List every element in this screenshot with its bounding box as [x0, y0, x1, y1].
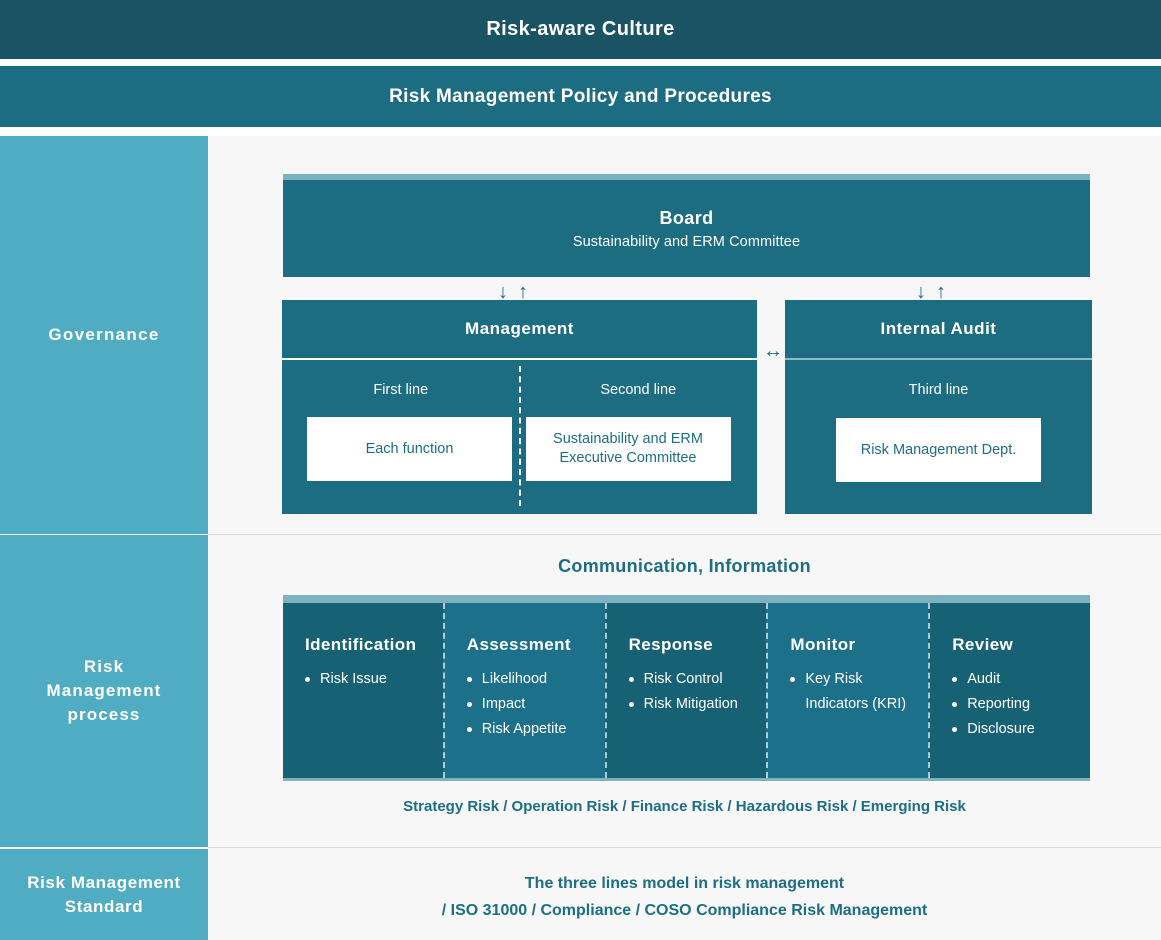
rail-standard-line-1: Risk Management	[27, 872, 181, 892]
arrow-pair-internal-audit: ↓ ↑	[916, 282, 946, 302]
rail-divider-2	[0, 847, 208, 849]
internal-audit-header: Internal Audit	[785, 300, 1092, 360]
arrow-pair-management: ↓ ↑	[498, 282, 528, 302]
arrow-down-icon: ↓	[498, 281, 508, 303]
diagram-body: Governance Risk Management process Risk …	[0, 136, 1161, 940]
risk-management-standard-text: The three lines model in risk management…	[208, 854, 1161, 940]
banner-risk-management-policy: Risk Management Policy and Procedures	[0, 66, 1161, 127]
content-column: Board Sustainability and ERM Committee ↓…	[208, 136, 1161, 940]
process-list-item: Risk Appetite	[466, 717, 605, 742]
process-column-title: Identification	[305, 635, 417, 654]
process-list-item: Impact	[466, 692, 605, 717]
process-column-list: Key Risk Indicators (KRI)	[790, 667, 928, 717]
card-each-function: Each function	[307, 417, 512, 481]
arrow-horizontal-icon: ↔	[761, 338, 785, 364]
management-second-line: Second line Sustainability and ERM Execu…	[520, 360, 758, 514]
board-box: Board Sustainability and ERM Committee	[283, 174, 1090, 277]
internal-audit-box: Internal Audit Third line Risk Managemen…	[785, 300, 1092, 514]
second-line-label: Second line	[600, 382, 677, 398]
banner-risk-aware-culture: Risk-aware Culture	[0, 0, 1161, 59]
rail-governance: Governance	[0, 136, 208, 534]
banner-culture-label: Risk-aware Culture	[486, 18, 675, 40]
rail-process-label: Risk Management process	[47, 655, 162, 727]
risk-types-label: Strategy Risk / Operation Risk / Finance…	[403, 798, 966, 815]
rail-governance-label: Governance	[48, 325, 160, 344]
process-column-title: Review	[952, 635, 1014, 654]
standard-line-1: The three lines model in risk management	[524, 875, 845, 892]
rail-risk-management-standard: Risk Management Standard	[0, 849, 208, 940]
rail-process-line-3: process	[67, 705, 141, 724]
rail-standard-line-2: Standard	[64, 896, 144, 916]
process-list-item: Reporting	[952, 692, 1090, 717]
rail-process-line-1: Risk	[83, 657, 125, 676]
management-columns: First line Each function Second line Sus…	[282, 360, 757, 514]
process-list-item: Audit	[952, 667, 1090, 692]
rail-standard-label: Risk Management Standard	[27, 871, 181, 919]
process-list-item: Risk Mitigation	[628, 692, 767, 717]
process-column-title: Assessment	[466, 635, 571, 654]
first-line-label: First line	[373, 382, 429, 398]
arrow-up-icon: ↑	[518, 281, 528, 303]
management-box: Management First line Each function Seco…	[282, 300, 757, 514]
content-divider-2	[208, 847, 1161, 848]
communication-information-title: Communication, Information	[558, 556, 811, 576]
card-sustainability-erm-executive-committee: Sustainability and ERM Executive Committ…	[525, 417, 731, 481]
process-column-title: Monitor	[790, 635, 856, 654]
arrow-up-icon: ↑	[936, 281, 946, 303]
rail-divider-1	[0, 534, 208, 535]
card-risk-management-dept: Risk Management Dept.	[836, 418, 1041, 482]
banner-gap-1	[0, 59, 1161, 66]
board-title: Board	[659, 207, 714, 228]
rail-process-line-2: Management	[46, 681, 162, 700]
banner-gap-2	[0, 127, 1161, 136]
banner-policy-label: Risk Management Policy and Procedures	[389, 85, 772, 107]
process-list-item: Key Risk Indicators (KRI)	[790, 667, 928, 717]
process-list-item: Disclosure	[952, 717, 1090, 742]
process-list-item: Risk Issue	[305, 667, 443, 692]
process-list-item: Risk Control	[628, 667, 767, 692]
management-dashed-divider	[519, 366, 521, 506]
management-header: Management	[282, 300, 757, 360]
internal-audit-body: Third line Risk Management Dept.	[785, 360, 1092, 514]
third-line-label: Third line	[908, 382, 969, 398]
board-subtitle: Sustainability and ERM Committee	[572, 233, 801, 250]
process-column-list: Risk Issue	[305, 667, 443, 692]
rail-risk-management-process: Risk Management process	[0, 535, 208, 847]
content-divider-1	[208, 534, 1161, 535]
standard-line-2: / ISO 31000 / Compliance / COSO Complian…	[441, 902, 928, 919]
process-column-title: Response	[628, 635, 714, 654]
management-first-line: First line Each function	[282, 360, 520, 514]
arrow-down-icon: ↓	[916, 281, 926, 303]
process-list-item: Likelihood	[466, 667, 605, 692]
